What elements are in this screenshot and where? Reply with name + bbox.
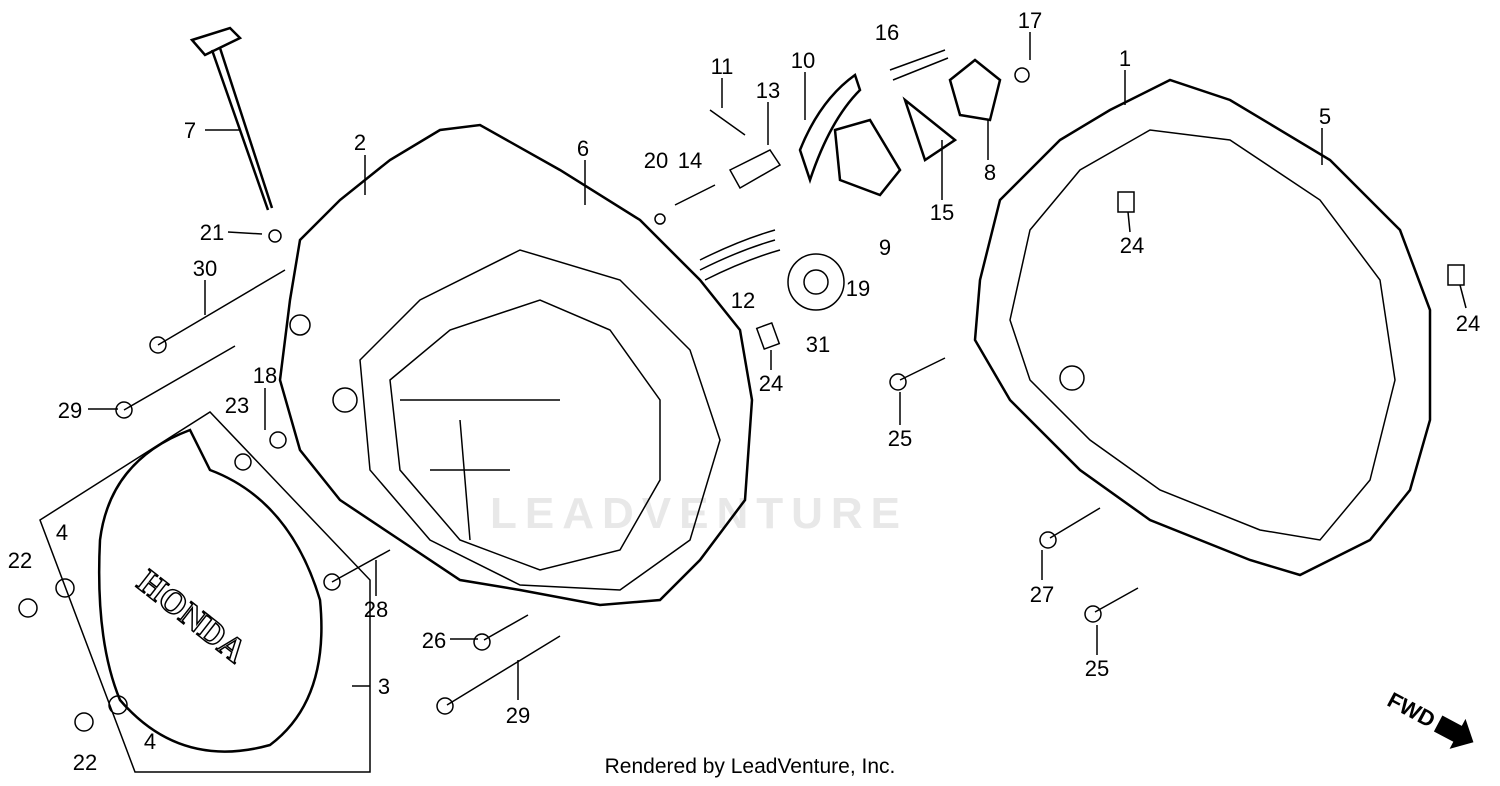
callout-24: 24 <box>759 371 783 396</box>
callout-13: 13 <box>756 78 780 103</box>
callout-8: 8 <box>984 160 996 185</box>
callout-25: 25 <box>1085 656 1109 681</box>
callout-22: 22 <box>8 548 32 573</box>
callout-4: 4 <box>144 729 156 754</box>
callout-20: 20 <box>644 148 668 173</box>
small-parts <box>18 49 1465 732</box>
footer-credit: Rendered by LeadVenture, Inc. <box>604 755 896 778</box>
callout-16: 16 <box>875 20 899 45</box>
callout-10: 10 <box>791 48 815 73</box>
callout-26: 26 <box>422 628 446 653</box>
watermark: LEADVENTURE <box>490 489 908 538</box>
callout-5: 5 <box>1319 104 1331 129</box>
callout-24: 24 <box>1120 233 1144 258</box>
callout-3: 3 <box>378 674 390 699</box>
callout-22: 22 <box>73 750 97 775</box>
leader-lines <box>88 32 1467 700</box>
bolts <box>115 269 1139 715</box>
callout-23: 23 <box>225 393 249 418</box>
callout-18: 18 <box>253 363 277 388</box>
callout-7: 7 <box>184 118 196 143</box>
callout-31: 31 <box>806 332 830 357</box>
crankcase-cover-2 <box>278 123 754 607</box>
callout-labels: 7 2 6 20 14 11 13 10 16 17 1 5 8 15 9 19… <box>8 8 1480 775</box>
side-cover-3: HONDA <box>39 411 371 773</box>
callout-11: 11 <box>711 54 734 79</box>
callout-19: 19 <box>846 276 870 301</box>
callout-14: 14 <box>678 148 702 173</box>
fwd-arrow-icon <box>1433 715 1474 749</box>
callout-29: 29 <box>506 703 530 728</box>
callout-12: 12 <box>731 288 755 313</box>
callout-15: 15 <box>930 200 954 225</box>
callout-17: 17 <box>1018 8 1042 33</box>
callout-4: 4 <box>56 520 68 545</box>
callout-25: 25 <box>888 426 912 451</box>
callout-30: 30 <box>193 256 217 281</box>
fwd-marker: FWD <box>1383 687 1474 749</box>
callout-9: 9 <box>879 235 891 260</box>
callout-2: 2 <box>354 130 366 155</box>
callout-21: 21 <box>200 220 224 245</box>
gasket-1 <box>973 78 1432 577</box>
callout-29: 29 <box>58 398 82 423</box>
fwd-label: FWD <box>1383 687 1439 733</box>
callout-28: 28 <box>364 597 388 622</box>
callout-24: 24 <box>1456 311 1480 336</box>
callout-27: 27 <box>1030 582 1054 607</box>
honda-lettering: HONDA <box>130 563 253 670</box>
callout-6: 6 <box>577 136 589 161</box>
callout-1: 1 <box>1119 46 1131 71</box>
dipstick-7 <box>189 26 274 211</box>
